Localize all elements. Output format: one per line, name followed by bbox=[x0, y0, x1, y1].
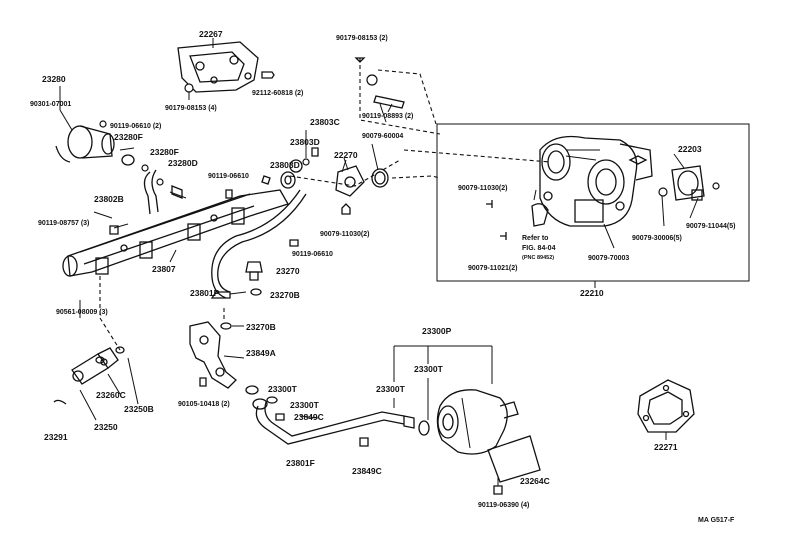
label-90079-30006-5: 90079-30006(5) bbox=[632, 235, 682, 242]
label-23300T-b: 23300T bbox=[376, 384, 406, 394]
label-90179-08153-2: 90179-08153 (2) bbox=[336, 35, 388, 42]
throttle-body-group-box bbox=[436, 123, 750, 282]
bracket-22267 bbox=[177, 41, 259, 93]
label-92112-60818-2: 92112-60818 (2) bbox=[252, 90, 303, 97]
label-90079-11030-2-a: 90079-11030(2) bbox=[320, 231, 369, 238]
label-23250B: 23250B bbox=[124, 404, 154, 414]
label-90105-10418-2: 90105-10418 (2) bbox=[178, 401, 230, 408]
fuel-rail-23807 bbox=[62, 189, 289, 277]
label-90119-06390-4: 90119-06390 (4) bbox=[478, 502, 529, 509]
label-23803C: 23803C bbox=[310, 117, 340, 127]
label-22267: 22267 bbox=[199, 29, 223, 39]
label-23270B-a: 23270B bbox=[270, 290, 300, 300]
label-90119-08893-2: 90119-08893 (2) bbox=[362, 113, 413, 120]
gasket-22271 bbox=[637, 379, 695, 433]
label-90301-07001: 90301-07001 bbox=[30, 101, 71, 108]
label-23801P: 23801P bbox=[190, 288, 220, 298]
fuel-filter-23300 bbox=[436, 389, 519, 455]
label-pnc: (PNC 89452) bbox=[522, 255, 554, 261]
label-23270: 23270 bbox=[276, 266, 300, 276]
label-23802B: 23802B bbox=[94, 194, 124, 204]
label-23849A: 23849A bbox=[246, 348, 276, 358]
label-90079-60004: 90079-60004 bbox=[362, 133, 403, 140]
label-90079-11044-5: 90079-11044(5) bbox=[686, 223, 735, 230]
label-22270: 22270 bbox=[334, 150, 358, 160]
sensor-22270 bbox=[335, 165, 365, 197]
label-23300T-c: 23300T bbox=[268, 384, 298, 394]
label-90119-06610-b: 90119-06610 bbox=[292, 251, 333, 258]
label-refer-to: Refer to bbox=[522, 235, 548, 242]
label-23264C: 23264C bbox=[520, 476, 550, 486]
label-90119-06610-a: 90119-06610 bbox=[208, 173, 249, 180]
label-90119-08757-3: 90119-08757 (3) bbox=[38, 220, 89, 227]
pressure-regulator-23280 bbox=[55, 125, 115, 163]
label-90179-08153-4: 90179-08153 (4) bbox=[165, 105, 217, 112]
label-fig-84-04: FIG. 84-04 bbox=[522, 245, 556, 252]
label-23300T-d: 23300T bbox=[290, 400, 320, 410]
label-23291: 23291 bbox=[44, 432, 68, 442]
throttle-body bbox=[539, 135, 653, 227]
label-23807: 23807 bbox=[152, 264, 176, 274]
label-23801F: 23801F bbox=[286, 458, 315, 468]
label-90079-11021-2: 90079-11021(2) bbox=[468, 265, 517, 272]
label-23280F-b: 23280F bbox=[150, 147, 179, 157]
label-23260C: 23260C bbox=[96, 390, 126, 400]
label-23803D: 23803D bbox=[290, 137, 320, 147]
label-23250: 23250 bbox=[94, 422, 118, 432]
label-90119-06610-2: 90119-06610 (2) bbox=[110, 123, 161, 130]
label-23849C-b: 23849C bbox=[352, 466, 382, 476]
label-23280F-a: 23280F bbox=[114, 132, 143, 142]
label-23280D: 23280D bbox=[168, 158, 198, 168]
label-90079-70003: 90079-70003 bbox=[588, 255, 629, 262]
label-23300T-a: 23300T bbox=[414, 364, 444, 374]
label-23803D-b: 23803D bbox=[270, 160, 300, 170]
label-90561-08009-3: 90561-08009 (3) bbox=[56, 309, 108, 316]
label-23300P: 23300P bbox=[422, 326, 452, 336]
label-23270B-b: 23270B bbox=[246, 322, 276, 332]
label-23849C-a: 23849C bbox=[294, 412, 324, 422]
bracket-23849A bbox=[189, 321, 237, 389]
label-22271: 22271 bbox=[654, 442, 678, 452]
label-23280: 23280 bbox=[42, 74, 66, 84]
label-22203: 22203 bbox=[678, 144, 702, 154]
label-90079-11030-2-b: 90079-11030(2) bbox=[458, 185, 507, 192]
catalog-code: MA G517-F bbox=[698, 517, 735, 524]
label-22210: 22210 bbox=[580, 288, 604, 298]
